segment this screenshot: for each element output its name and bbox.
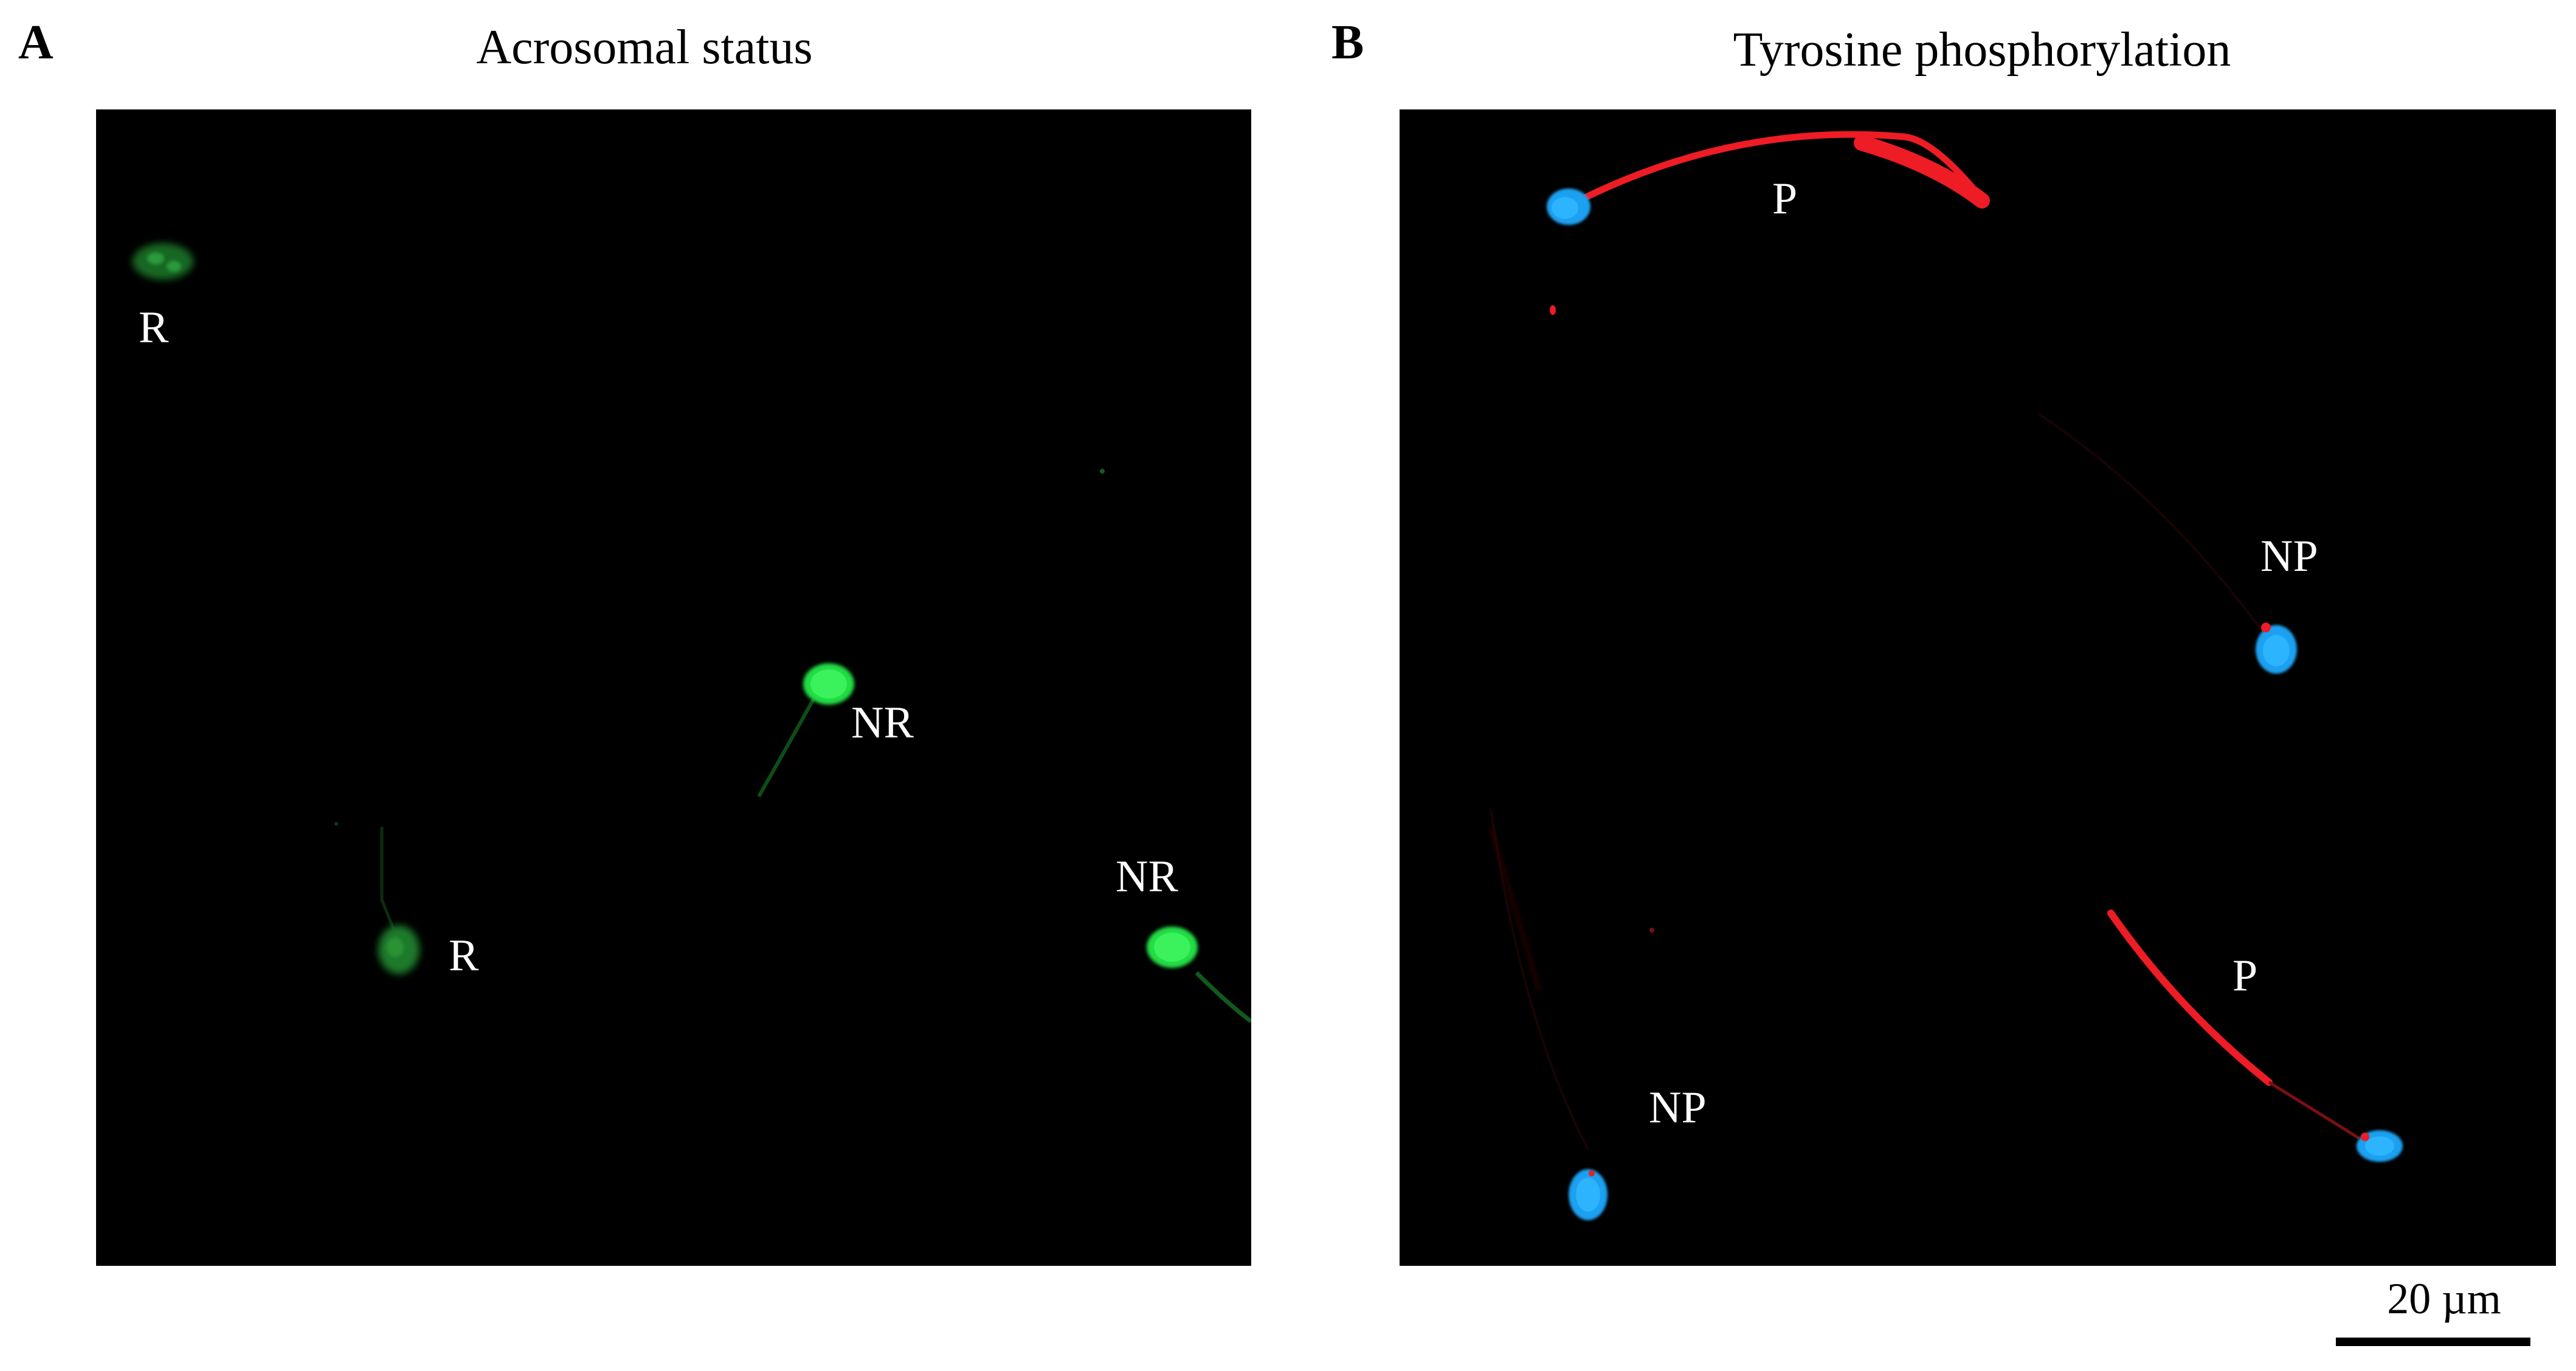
panel-a-title: Acrosomal status <box>476 21 813 74</box>
panel-a-label-non-reacted-2: NR <box>1116 852 1178 902</box>
scale-bar-label: 20 µm <box>2387 1274 2501 1323</box>
panel-a-label-reacted-1: R <box>139 303 169 353</box>
sperm-cell-non-phosphorylated-1 <box>2037 412 2297 674</box>
panel-a-label-non-reacted-1: NR <box>851 698 914 748</box>
panel-a-letter: A <box>18 16 54 69</box>
panel-b-fluorescence-image <box>1490 131 2403 1220</box>
speck <box>1100 469 1105 474</box>
sperm-cell-phosphorylated-2 <box>2107 910 2403 1162</box>
panel-a-label-reacted-2: R <box>449 931 479 981</box>
panel-b-micrograph <box>1400 109 2556 1266</box>
sperm-cell-phosphorylated-1 <box>1547 131 1990 225</box>
panel-b-label-phosphorylated-2: P <box>2232 951 2258 1001</box>
speck <box>1649 928 1654 933</box>
panel-b-label-non-phosphorylated-2: NP <box>1649 1083 1707 1133</box>
sperm-cell-non-reacted-1 <box>757 663 854 798</box>
panel-a-fluorescence-image <box>133 243 1251 1023</box>
panel-a-micrograph <box>96 109 1251 1266</box>
faint-tail <box>1490 826 1541 992</box>
panel-b-letter: B <box>1331 16 1364 69</box>
speck <box>334 822 338 826</box>
panel-b-label-non-phosphorylated-1: NP <box>2260 531 2318 581</box>
sperm-cell-reacted-1 <box>133 243 193 280</box>
scale-bar <box>2336 1338 2530 1346</box>
speck <box>1550 305 1556 315</box>
sperm-cell-reacted-2 <box>378 827 420 974</box>
sperm-cell-non-reacted-2 <box>1147 927 1251 1023</box>
panel-b-label-phosphorylated-1: P <box>1772 174 1798 224</box>
panel-b-title: Tyrosine phosphorylation <box>1733 23 2231 77</box>
sperm-cell-non-phosphorylated-2 <box>1490 808 1607 1220</box>
